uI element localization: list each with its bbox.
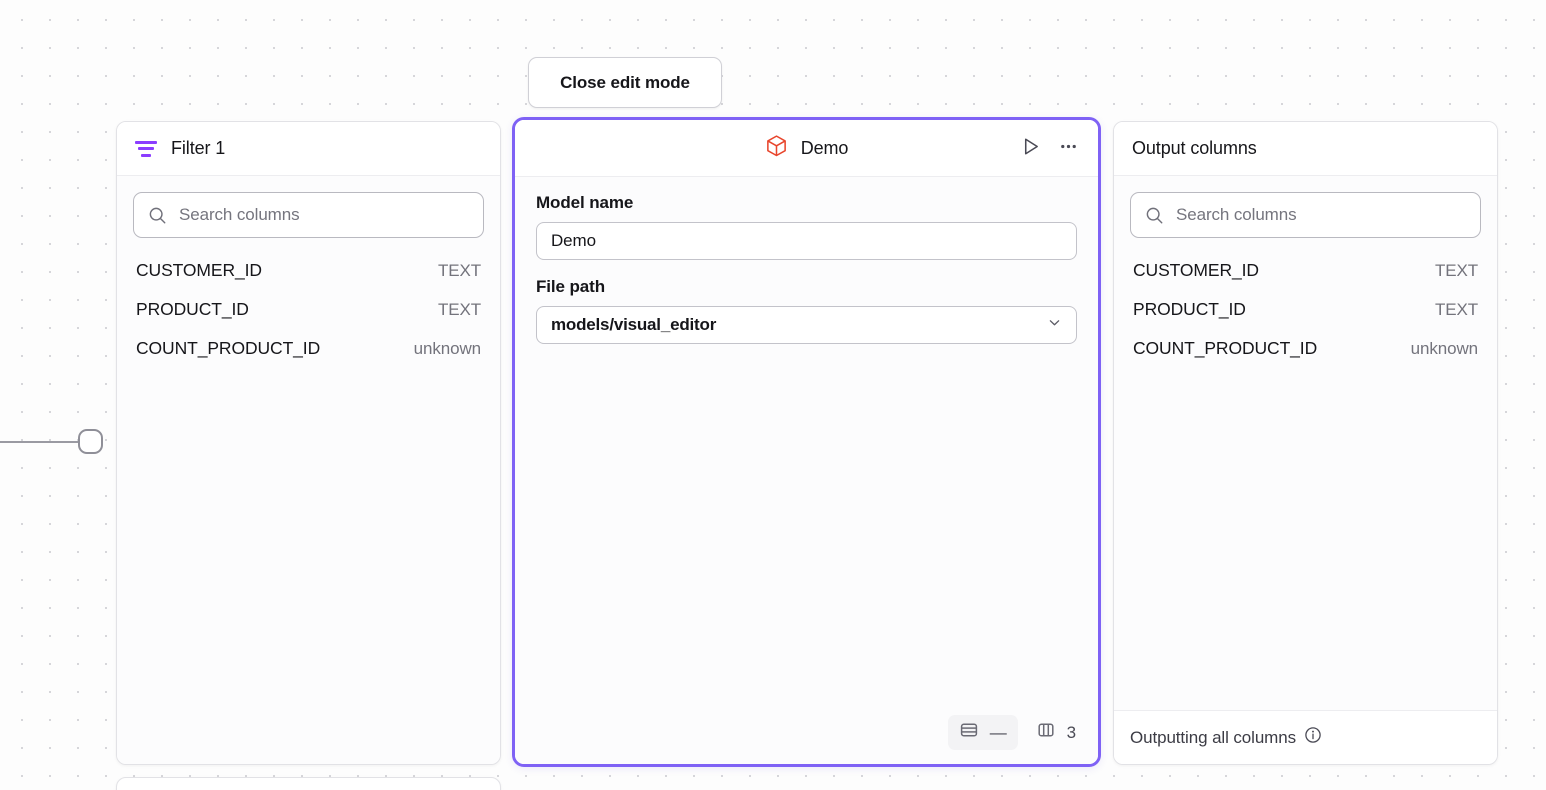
column-name: CUSTOMER_ID	[1133, 260, 1259, 281]
output-columns-header: Output columns	[1114, 122, 1497, 176]
filter-node-header: Filter 1	[117, 122, 500, 176]
filter-icon	[135, 141, 157, 157]
column-name: PRODUCT_ID	[136, 299, 249, 320]
ellipsis-icon	[1058, 136, 1079, 160]
column-type: unknown	[414, 339, 481, 359]
column-type: TEXT	[438, 261, 481, 281]
column-count-value: 3	[1067, 723, 1076, 743]
column-type: TEXT	[438, 300, 481, 320]
file-path-label: File path	[536, 277, 1077, 297]
output-columns-title: Output columns	[1132, 138, 1257, 159]
next-node-panel[interactable]	[116, 777, 501, 790]
cube-icon	[765, 134, 788, 163]
filter-search-box[interactable]	[133, 192, 484, 238]
table-row[interactable]: COUNT_PRODUCT_ID unknown	[1130, 338, 1481, 377]
run-button[interactable]	[1014, 132, 1046, 164]
connection-handle[interactable]	[78, 429, 103, 454]
output-column-list: CUSTOMER_ID TEXT PRODUCT_ID TEXT COUNT_P…	[1130, 260, 1481, 377]
filter-node-panel[interactable]: Filter 1 CUSTOMER_ID TEXT PRODUCT_ID TEX…	[116, 121, 501, 765]
output-search-input[interactable]	[1176, 205, 1466, 225]
output-columns-panel[interactable]: Output columns CUSTOMER_ID TEXT PRODUCT_…	[1113, 121, 1498, 765]
row-count-value: —	[990, 723, 1007, 743]
file-path-select[interactable]: models/visual_editor	[536, 306, 1077, 344]
play-icon	[1020, 136, 1041, 160]
output-footer-text: Outputting all columns	[1130, 728, 1296, 748]
model-node-stats: — 3	[948, 715, 1080, 750]
info-icon[interactable]	[1304, 726, 1322, 749]
chevron-down-icon	[1047, 315, 1062, 335]
model-name-input[interactable]	[536, 222, 1077, 260]
columns-icon	[1036, 720, 1056, 745]
column-type: TEXT	[1435, 261, 1478, 281]
model-node-title: Demo	[801, 138, 849, 159]
connection-edge	[0, 441, 82, 443]
filter-node-title: Filter 1	[171, 138, 225, 159]
column-count-stat[interactable]: 3	[1032, 715, 1080, 750]
row-count-stat[interactable]: —	[948, 715, 1018, 750]
filter-node-body: CUSTOMER_ID TEXT PRODUCT_ID TEXT COUNT_P…	[117, 176, 500, 764]
table-row[interactable]: COUNT_PRODUCT_ID unknown	[133, 338, 484, 377]
filter-column-list: CUSTOMER_ID TEXT PRODUCT_ID TEXT COUNT_P…	[133, 260, 484, 377]
model-node-body: Model name File path models/visual_edito…	[515, 177, 1098, 764]
table-row[interactable]: PRODUCT_ID TEXT	[1130, 299, 1481, 338]
model-name-label: Model name	[536, 193, 1077, 213]
output-columns-footer: Outputting all columns	[1114, 710, 1497, 764]
column-name: PRODUCT_ID	[1133, 299, 1246, 320]
column-name: COUNT_PRODUCT_ID	[1133, 338, 1317, 359]
column-type: TEXT	[1435, 300, 1478, 320]
column-name: CUSTOMER_ID	[136, 260, 262, 281]
output-search-box[interactable]	[1130, 192, 1481, 238]
table-row[interactable]: CUSTOMER_ID TEXT	[133, 260, 484, 299]
more-options-button[interactable]	[1052, 132, 1084, 164]
table-row[interactable]: CUSTOMER_ID TEXT	[1130, 260, 1481, 299]
model-node-panel[interactable]: Demo Model nam	[512, 117, 1101, 767]
file-path-value: models/visual_editor	[551, 315, 716, 335]
column-name: COUNT_PRODUCT_ID	[136, 338, 320, 359]
column-type: unknown	[1411, 339, 1478, 359]
output-columns-body: CUSTOMER_ID TEXT PRODUCT_ID TEXT COUNT_P…	[1114, 176, 1497, 710]
table-row[interactable]: PRODUCT_ID TEXT	[133, 299, 484, 338]
rows-icon	[959, 720, 979, 745]
search-icon	[148, 206, 167, 225]
model-node-header: Demo	[515, 120, 1098, 177]
search-icon	[1145, 206, 1164, 225]
close-edit-mode-button[interactable]: Close edit mode	[528, 57, 722, 108]
filter-search-input[interactable]	[179, 205, 469, 225]
